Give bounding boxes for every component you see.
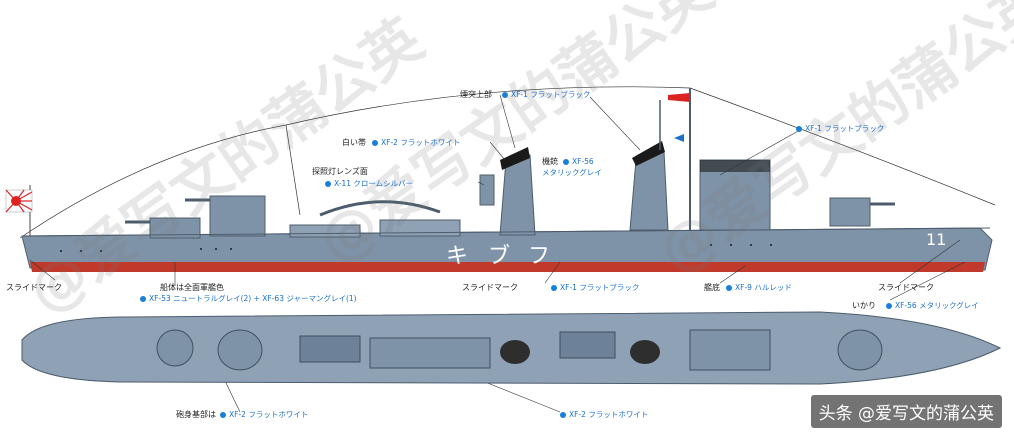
paint-dot bbox=[140, 296, 146, 302]
paint-dot bbox=[726, 285, 732, 291]
naval-ensign-flag bbox=[5, 185, 33, 240]
label-machine-gun: 機銃 bbox=[542, 157, 558, 166]
paint-funnel-top: XF-1 フラットブラック bbox=[511, 90, 591, 99]
paint-searchlight: X-11 クロームシルバー bbox=[334, 179, 414, 188]
label-gun-base: 砲身基部は bbox=[176, 410, 216, 419]
paint-anchor: XF-56 メタリックグレイ bbox=[895, 301, 979, 310]
label-hull: 船体は全面軍艦色 bbox=[160, 283, 224, 292]
label-anchor: いかり bbox=[852, 301, 876, 310]
hull-number: 11 bbox=[926, 230, 947, 249]
hull-name-bu: ブ bbox=[488, 244, 511, 269]
paint-hull: XF-53 ニュートラルグレイ(2) + XF-63 ジャーマングレイ(1) bbox=[149, 294, 357, 303]
paint-bottom-black: XF-1 フラットブラック bbox=[560, 283, 640, 292]
funnel-rear bbox=[499, 154, 536, 236]
label-searchlight: 探照灯レンズ面 bbox=[312, 167, 368, 176]
source-badge: 头条 @爱写文的蒲公英 bbox=[810, 395, 1002, 428]
paint-dot bbox=[502, 92, 508, 98]
paint-white-band: XF-2 フラットホワイト bbox=[381, 138, 461, 147]
paint-dot bbox=[551, 285, 557, 291]
paint-ship-bottom: XF-9 ハルレッド bbox=[735, 283, 792, 292]
paint-dot bbox=[560, 412, 566, 418]
label-ship-bottom: 艦底 bbox=[704, 283, 720, 292]
hull-name-ki: キ bbox=[446, 244, 469, 269]
paint-gun-base: XF-2 フラットホワイト bbox=[229, 410, 309, 419]
hull-red-bottom bbox=[30, 262, 985, 272]
label-slide-mark-left: スライドマーク bbox=[6, 283, 62, 292]
paint-dot bbox=[325, 181, 331, 187]
label-funnel-top: 煙突上部 bbox=[460, 90, 492, 99]
label-slide-mark-center: スライドマーク bbox=[462, 283, 518, 292]
paint-dot bbox=[796, 126, 802, 132]
paint-dot bbox=[886, 303, 892, 309]
paint-machine-gun-1: XF-56 bbox=[572, 157, 594, 166]
paint-machine-gun-2: メタリックグレイ bbox=[542, 168, 602, 177]
label-slide-mark-right: スライドマーク bbox=[878, 283, 934, 292]
paint-dot bbox=[563, 159, 569, 165]
label-white-band: 白い帯 bbox=[342, 138, 366, 147]
hull-name-fu: フ bbox=[528, 244, 551, 269]
paint-mast: XF-1 フラットブラック bbox=[805, 124, 885, 133]
paint-deck: XF-2 フラットホワイト bbox=[569, 410, 649, 419]
paint-dot bbox=[372, 140, 378, 146]
paint-dot bbox=[220, 412, 226, 418]
